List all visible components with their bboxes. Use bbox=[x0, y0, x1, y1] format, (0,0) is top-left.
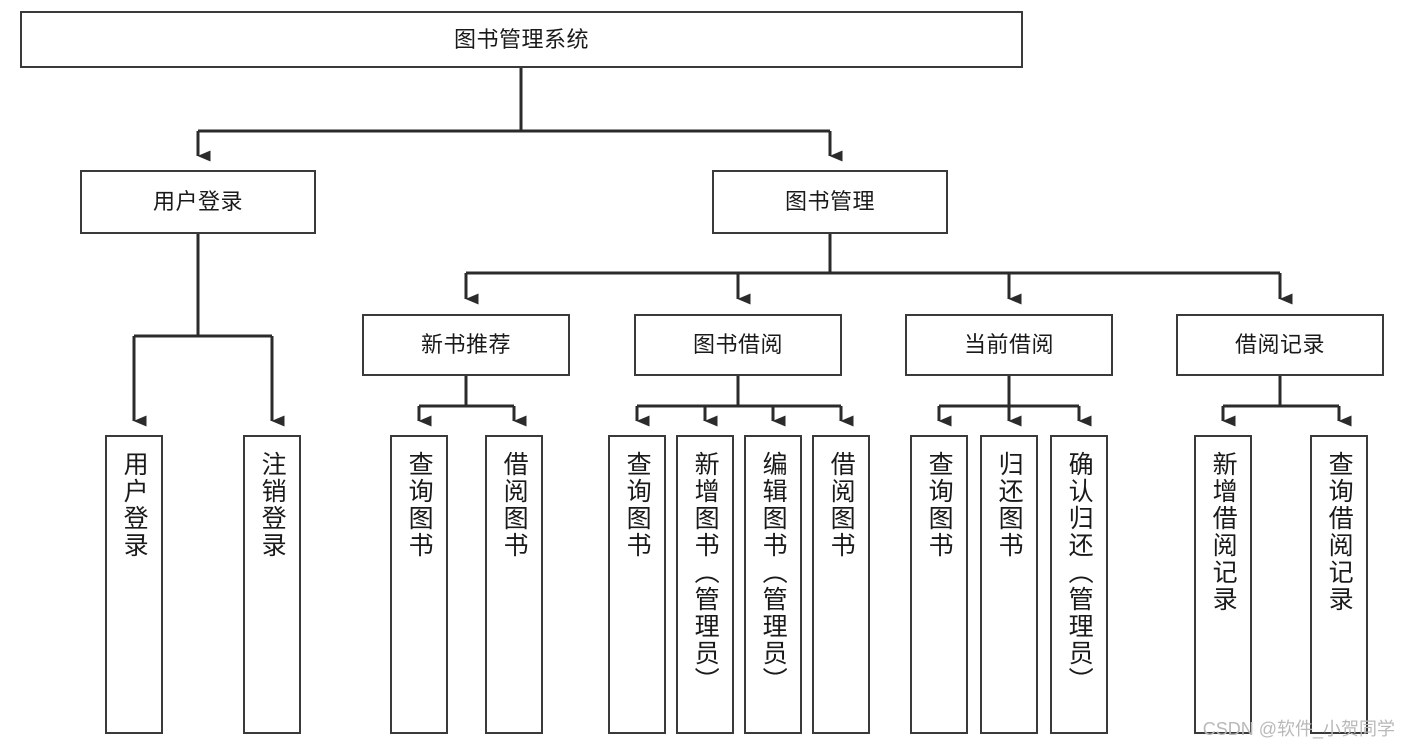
node-book-borrow[interactable]: 图书借阅 bbox=[634, 314, 842, 376]
leaf-query-book-current[interactable]: 查询图书 bbox=[910, 435, 968, 734]
leaf-logout-login[interactable]: 注销登录 bbox=[243, 435, 301, 734]
node-label: 确认归还（管理员） bbox=[1065, 451, 1094, 694]
node-label: 新增借阅记录 bbox=[1209, 451, 1238, 613]
node-label: 查询借阅记录 bbox=[1325, 451, 1354, 613]
node-label: 注销登录 bbox=[258, 451, 287, 559]
node-label: 图书管理系统 bbox=[453, 26, 589, 52]
node-label: 查询图书 bbox=[405, 451, 434, 559]
node-user-login[interactable]: 用户登录 bbox=[80, 170, 316, 234]
node-label: 图书管理 bbox=[784, 189, 875, 215]
leaf-return-book[interactable]: 归还图书 bbox=[980, 435, 1038, 734]
leaf-edit-book[interactable]: 编辑图书（管理员） bbox=[744, 435, 802, 734]
node-label: 当前借阅 bbox=[963, 332, 1054, 358]
node-label: 新书推荐 bbox=[420, 332, 511, 358]
node-label: 查询图书 bbox=[925, 451, 954, 559]
node-label: 图书借阅 bbox=[692, 332, 783, 358]
node-label: 用户登录 bbox=[152, 189, 243, 215]
node-label: 新增图书（管理员） bbox=[691, 451, 720, 694]
node-label: 用户登录 bbox=[120, 451, 149, 559]
node-label: 查询图书 bbox=[623, 451, 652, 559]
leaf-user-login[interactable]: 用户登录 bbox=[105, 435, 163, 734]
node-label: 借阅图书 bbox=[500, 451, 529, 559]
node-current-borrow[interactable]: 当前借阅 bbox=[905, 314, 1113, 376]
leaf-add-book[interactable]: 新增图书（管理员） bbox=[676, 435, 734, 734]
node-borrow-record[interactable]: 借阅记录 bbox=[1176, 314, 1384, 376]
leaf-borrow-book[interactable]: 借阅图书 bbox=[812, 435, 870, 734]
node-label: 借阅记录 bbox=[1234, 332, 1325, 358]
node-book-manage[interactable]: 图书管理 bbox=[712, 170, 948, 234]
node-label: 归还图书 bbox=[995, 451, 1024, 559]
leaf-query-book-recommend[interactable]: 查询图书 bbox=[390, 435, 448, 734]
node-root-book-management-system[interactable]: 图书管理系统 bbox=[20, 11, 1023, 68]
node-new-book-recommend[interactable]: 新书推荐 bbox=[362, 314, 570, 376]
leaf-query-borrow-record[interactable]: 查询借阅记录 bbox=[1310, 435, 1368, 734]
node-label: 编辑图书（管理员） bbox=[759, 451, 788, 694]
leaf-borrow-book-recommend[interactable]: 借阅图书 bbox=[485, 435, 543, 734]
leaf-confirm-return[interactable]: 确认归还（管理员） bbox=[1050, 435, 1108, 734]
node-label: 借阅图书 bbox=[827, 451, 856, 559]
leaf-add-borrow-record[interactable]: 新增借阅记录 bbox=[1194, 435, 1252, 734]
watermark-text: CSDN @软件_小贺同学 bbox=[1202, 719, 1395, 739]
leaf-query-book-borrow[interactable]: 查询图书 bbox=[608, 435, 666, 734]
